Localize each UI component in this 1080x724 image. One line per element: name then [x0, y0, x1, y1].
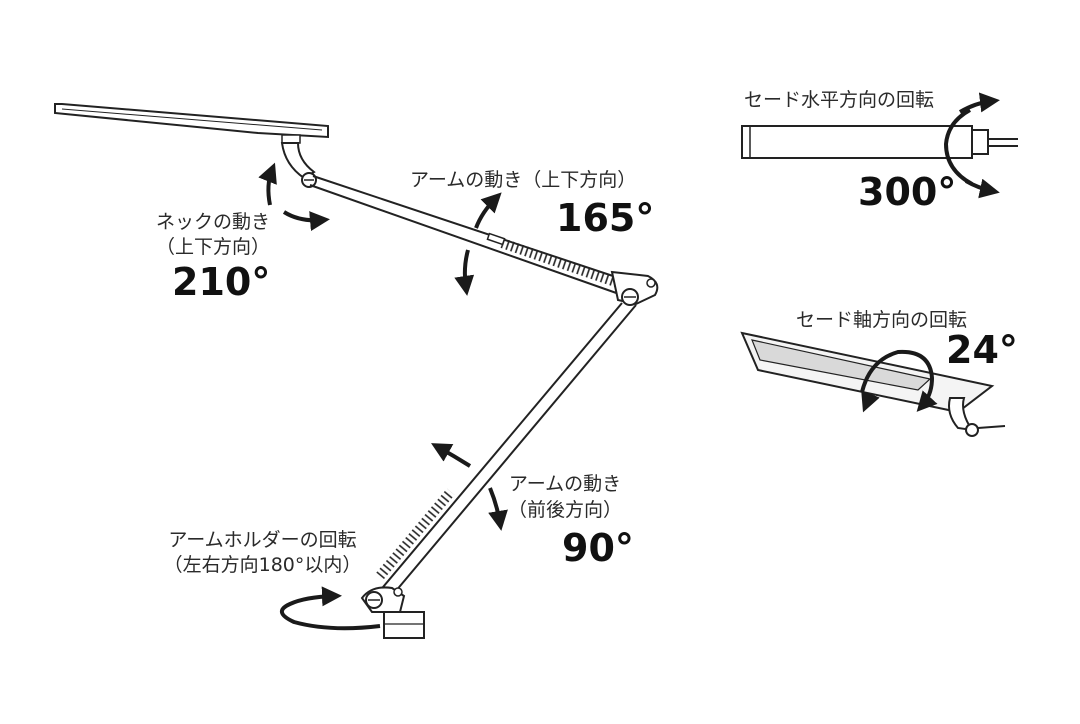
holder-title: アームホルダーの回転 — [168, 529, 357, 551]
shade-axial-title: セード軸方向の回転 — [796, 309, 968, 331]
arm-frontback-arrow — [431, 443, 508, 531]
shade-horizontal-arrow — [943, 92, 1000, 199]
neck-rotation-arrow — [258, 162, 330, 232]
neck-joint — [280, 142, 317, 188]
shade-horizontal-figure — [741, 125, 1018, 159]
arm-updown-angle: 165° — [556, 196, 655, 240]
upper-spring — [500, 238, 627, 291]
neck-subtitle: （上下方向） — [155, 236, 270, 258]
lower-arm — [376, 302, 637, 599]
shade-horizontal-title: セード水平方向の回転 — [744, 89, 935, 111]
lamp-head — [54, 103, 329, 144]
lower-spring — [376, 488, 455, 580]
shade-axial-angle: 24° — [946, 328, 1018, 372]
arm-holder — [360, 586, 425, 639]
arm-frontback-title: アームの動き — [508, 473, 622, 495]
upper-arm — [309, 175, 629, 296]
holder-subtitle: （左右方向180°以内） — [163, 554, 362, 576]
arm-frontback-subtitle: （前後方向） — [507, 499, 622, 521]
arm-frontback-angle: 90° — [562, 526, 634, 570]
neck-angle: 210° — [172, 260, 271, 304]
neck-title: ネックの動き — [155, 211, 270, 233]
shade-axial-arrow — [860, 349, 938, 413]
elbow-joint — [610, 270, 659, 306]
holder-rotation-arrow — [280, 586, 381, 631]
shade-horizontal-angle: 300° — [858, 170, 957, 214]
arm-updown-title: アームの動き（上下方向） — [410, 169, 637, 191]
arm-updown-arrow — [454, 192, 502, 296]
